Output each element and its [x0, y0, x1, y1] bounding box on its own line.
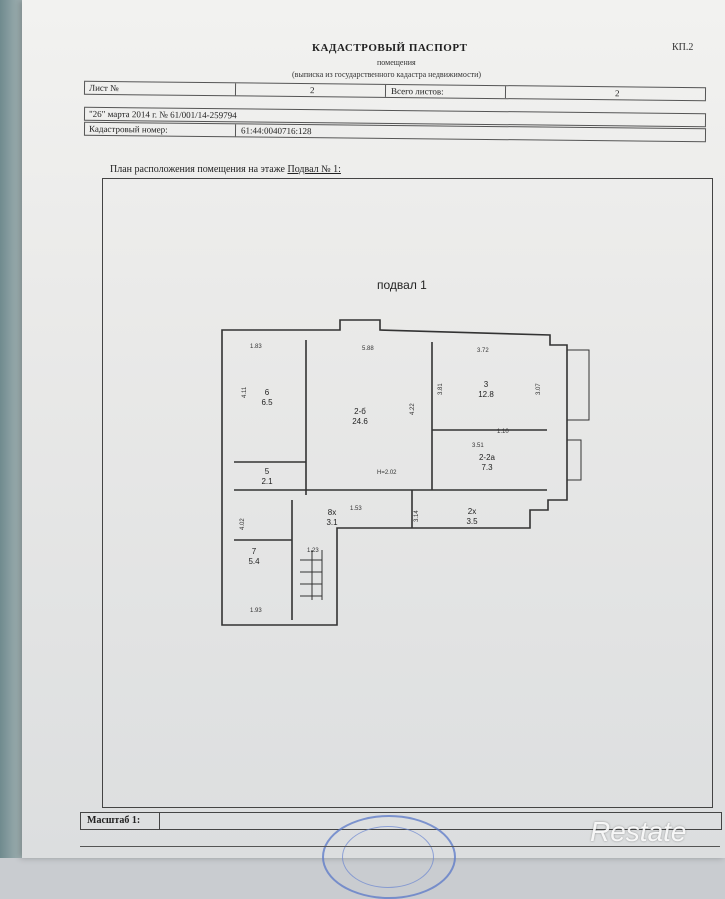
room-2x-id: 2х — [468, 507, 476, 516]
dimension-label: 3.72 — [477, 348, 489, 354]
floor-link: Подвал № 1: — [287, 164, 341, 175]
room-2-2a-id: 2-2а — [479, 453, 496, 462]
room-2b-area: 24.6 — [352, 417, 368, 426]
dimension-label: 5.88 — [362, 346, 374, 352]
room-7-id: 7 — [252, 547, 257, 556]
dimension-label: 3.51 — [472, 443, 484, 449]
document-subtitle: помещения — [377, 58, 416, 67]
room-6-id: 6 — [265, 388, 270, 397]
room-6-area: 6.5 — [261, 398, 273, 407]
dimension-label: 4.02 — [240, 518, 246, 530]
bottom-table-line — [80, 846, 720, 847]
scale-label: Масштаб 1: — [87, 815, 141, 826]
room-8x-id: 8х — [328, 508, 336, 517]
room-2x-area: 3.5 — [466, 517, 478, 526]
height-label: H=2.02 — [377, 470, 397, 476]
dimension-label: 4.22 — [410, 403, 416, 415]
plan-frame — [102, 178, 713, 808]
restate-watermark: Restate — [590, 816, 687, 847]
dimension-label: 1.53 — [350, 506, 362, 512]
floor-title: подвал 1 — [377, 278, 427, 292]
document-sheet: КАДАСТРОВЫЙ ПАСПОРТ помещения (выписка и… — [22, 0, 725, 899]
room-3-id: 3 — [484, 380, 489, 389]
form-code: КП.2 — [672, 42, 694, 53]
stamp-seal-inner — [342, 826, 434, 888]
document-note: (выписка из государственного кадастра не… — [292, 70, 482, 79]
room-5-id: 5 — [265, 467, 270, 476]
document-title: КАДАСТРОВЫЙ ПАСПОРТ — [312, 42, 468, 54]
dimension-label: 3.07 — [536, 383, 542, 395]
dimension-label: 3.81 — [438, 383, 444, 395]
room-2-2a-area: 7.3 — [481, 463, 493, 472]
room-2b-id: 2-б — [354, 407, 366, 416]
dimension-label: 1.23 — [307, 548, 319, 554]
dimension-label: 1.83 — [250, 344, 262, 350]
room-3-area: 12.8 — [478, 390, 494, 399]
dimension-label: 3.14 — [414, 510, 420, 522]
plan-label: План расположения помещения на этаже Под… — [110, 164, 341, 175]
room-8x-area: 3.1 — [326, 518, 338, 527]
balcony — [566, 349, 590, 421]
dimension-label: 1.10 — [497, 429, 509, 435]
outer-wall — [221, 319, 568, 626]
dimension-label: 1.93 — [250, 608, 262, 614]
room-7-area: 5.4 — [248, 557, 260, 566]
dimension-label: 4.11 — [242, 386, 248, 398]
floor-plan-drawing: 2-б 24.6 3 12.8 6 6.5 5 2.1 2-2а 7.3 8х … — [221, 319, 590, 626]
room-5-area: 2.1 — [261, 477, 273, 486]
